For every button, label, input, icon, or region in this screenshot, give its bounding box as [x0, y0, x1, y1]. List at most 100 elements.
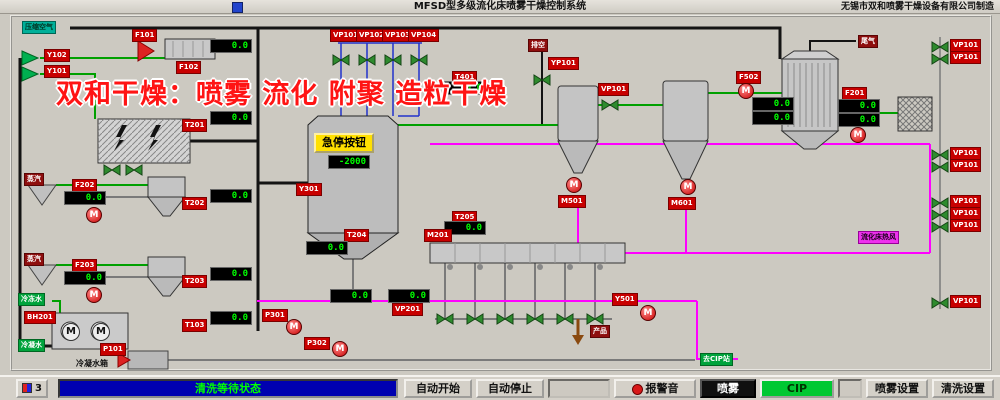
title-bar: MFSD型多级流化床喷雾干燥控制系统 无锡市双和喷雾干燥设备有限公司制造	[0, 0, 1000, 14]
tag-Y101: Y101	[44, 65, 70, 78]
fluid-bed	[429, 242, 626, 270]
mute-alarm-label: 报警音	[645, 382, 679, 395]
pipes-blue	[338, 42, 422, 117]
tag-T204: T204	[344, 229, 370, 242]
pump-F502[interactable]: M	[738, 83, 754, 99]
condensate-tank-label: 冷凝水箱	[76, 359, 108, 368]
tag-P301: P301	[262, 309, 288, 322]
pump-M601[interactable]: M	[680, 179, 696, 195]
product-label: 产品	[590, 325, 610, 338]
pipes-gray	[104, 37, 941, 361]
manufacturer-label: 无锡市双和喷雾干燥设备有限公司制造	[840, 2, 994, 12]
product-arrow	[572, 319, 584, 345]
steam-label-2: 蒸汽	[24, 253, 44, 266]
pump-F202[interactable]: M	[86, 207, 102, 223]
display-T204: 0.0	[306, 241, 348, 255]
cyclone-a	[557, 85, 599, 174]
condensate-water-label: 冷凝水	[18, 339, 45, 352]
clean-settings-button[interactable]: 清洗设置	[932, 379, 994, 398]
feed-arrow-y101	[21, 66, 40, 82]
tag-VP101-mid: VP101	[598, 83, 630, 96]
spray-button[interactable]: 喷雾	[700, 379, 756, 398]
tag-T201: T201	[182, 119, 208, 132]
display-F201-a: 0.0	[838, 99, 880, 113]
pump-P302[interactable]: M	[332, 341, 348, 357]
chilled-water-label: 冷冻水	[18, 293, 45, 306]
watermark-text: 双和干燥：喷雾 流化 附聚 造粒干燥	[56, 79, 508, 110]
fan-F101-icon	[137, 40, 155, 62]
display-T203: 0.0	[210, 267, 252, 281]
tag-YP101: YP101	[548, 57, 579, 70]
taskbar-filler-1	[548, 379, 610, 398]
alarm-icon	[631, 383, 643, 395]
tag-VP201: VP201	[392, 303, 424, 316]
display-VP201-a: 0.0	[330, 289, 372, 303]
tag-BH201: BH201	[24, 311, 56, 324]
tag-T103: T103	[182, 319, 208, 332]
tag-F102: F102	[176, 61, 202, 74]
spray-settings-button[interactable]: 喷雾设置	[866, 379, 928, 398]
tag-M601: M601	[668, 197, 696, 210]
diagram-frame	[10, 15, 992, 371]
status-display: 清洗等待状态	[58, 379, 398, 398]
pump-F201[interactable]: M	[850, 127, 866, 143]
inlet-heater	[137, 38, 216, 62]
tag-Y501: Y501	[612, 293, 638, 306]
steam-hopper-1	[27, 184, 57, 206]
pump-P301[interactable]: M	[286, 319, 302, 335]
demister-filter	[897, 96, 933, 132]
pump-Y501[interactable]: M	[640, 305, 656, 321]
motor-BH201-2: M	[92, 323, 110, 341]
pump-M501[interactable]: M	[566, 177, 582, 193]
display-T201: 0.0	[210, 111, 252, 125]
auto-start-button[interactable]: 自动开始	[404, 379, 472, 398]
display-T202: 0.0	[210, 189, 252, 203]
display-F502-b: 0.0	[752, 111, 794, 125]
display-VP201-b: 0.0	[388, 289, 430, 303]
steam-label-1: 蒸汽	[24, 173, 44, 186]
left-cyclone-1	[146, 176, 187, 217]
feed-arrow-y102	[21, 50, 40, 66]
display-F202: 0.0	[64, 191, 106, 205]
display-F201-b: 0.0	[838, 113, 880, 127]
page-indicator-value: 3	[35, 383, 42, 394]
vent-label: 排空	[528, 39, 548, 52]
tag-VP104: VP104	[408, 29, 440, 42]
window-title: MFSD型多级流化床喷雾干燥控制系统	[413, 1, 587, 12]
tag-P101: P101	[100, 343, 126, 356]
tag-M501: M501	[558, 195, 586, 208]
display-F502-a: 0.0	[752, 97, 794, 111]
tag-VP101-r2: VP101	[950, 51, 982, 64]
to-cip-label: 去CIP站	[700, 353, 733, 366]
auto-stop-button[interactable]: 自动停止	[476, 379, 544, 398]
display-T103: 0.0	[210, 311, 252, 325]
window-icon	[232, 2, 243, 13]
page-indicator-button[interactable]: 3	[16, 379, 48, 398]
tag-Y102: Y102	[44, 49, 70, 62]
cip-button[interactable]: CIP	[760, 379, 834, 398]
tag-VP102: VP102	[356, 29, 388, 42]
tag-VP101-r8: VP101	[950, 295, 982, 308]
display-T205: 0.0	[444, 221, 486, 235]
tag-T203: T203	[182, 275, 208, 288]
tag-T202: T202	[182, 197, 208, 210]
display-T401: 0.0	[444, 81, 486, 95]
task-bar: 3 清洗等待状态 自动开始 自动停止 报警音 喷雾 CIP 喷雾设置 清洗设置	[0, 375, 1000, 400]
tag-Y301: Y301	[296, 183, 322, 196]
condensate-tank	[127, 350, 169, 370]
bag-filter	[97, 118, 191, 164]
cyclone-b	[662, 80, 709, 180]
pump-F203[interactable]: M	[86, 287, 102, 303]
mute-alarm-button[interactable]: 报警音	[614, 379, 696, 398]
display-chamber-pressure: -2000	[328, 155, 370, 169]
display-F102: 0.0	[210, 39, 252, 53]
taskbar-filler-2	[838, 379, 862, 398]
tag-VP101-r4: VP101	[950, 159, 982, 172]
condenser	[780, 50, 840, 150]
motor-BH201-1: M	[62, 323, 80, 341]
page-icon	[22, 383, 33, 393]
emergency-stop-button[interactable]: 急停按钮	[314, 133, 374, 153]
left-cyclone-2	[146, 256, 187, 297]
piping-layer	[18, 26, 949, 370]
